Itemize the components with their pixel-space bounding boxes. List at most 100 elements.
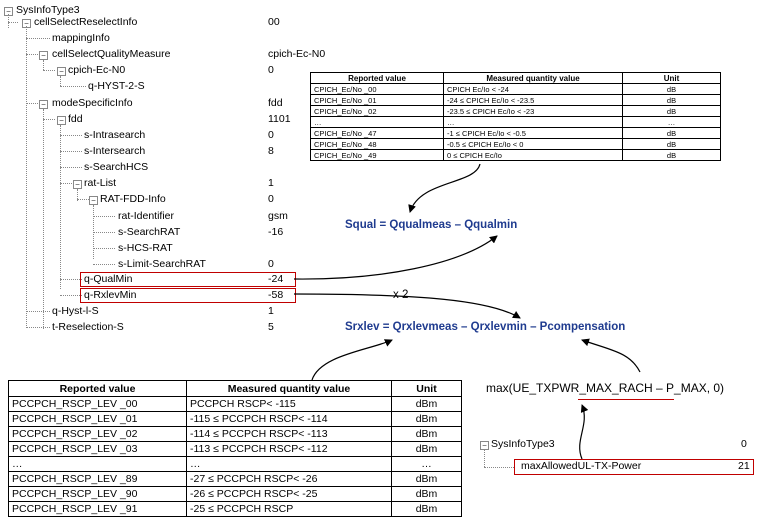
header-reported-value: Reported value — [8, 380, 187, 397]
table-row: PCCPCH_RSCP_LEV _02-114 ≤ PCCPCH RSCP< -… — [8, 426, 462, 442]
tree-connector — [60, 183, 72, 184]
collapse-toggle-icon[interactable]: − — [57, 67, 66, 76]
tree-connector — [43, 119, 55, 120]
tree-node-label: cellSelectReselectInfo — [34, 16, 138, 28]
pccpch-rscp-table: Reported value Measured quantity value U… — [8, 380, 462, 517]
tree-connector — [26, 327, 50, 328]
maxallowed-highlight — [514, 459, 754, 475]
tree-node-value: cpich-Ec-N0 — [268, 48, 326, 60]
collapse-toggle-icon[interactable]: − — [89, 196, 98, 205]
tree-connector — [26, 54, 38, 55]
table-row: PCCPCH_RSCP_LEV _90-26 ≤ PCCPCH RSCP< -2… — [8, 486, 462, 502]
tree-connector — [60, 86, 86, 87]
tree-connector — [60, 279, 82, 280]
unit-cell: dBm — [391, 441, 462, 457]
tree-node-label: s-Intrasearch — [84, 129, 146, 141]
tree-node-label: rat-Identifier — [118, 210, 175, 222]
header-measured-quantity: Measured quantity value — [186, 380, 392, 397]
tree-node-label: modeSpecificInfo — [52, 97, 133, 109]
tree-node-value: -16 — [268, 226, 284, 238]
reported-value-cell: PCCPCH_RSCP_LEV _90 — [8, 486, 187, 502]
tree-node-label: t-Reselection-S — [52, 321, 124, 333]
tree-node-label: q-Hyst-l-S — [52, 305, 99, 317]
tree-node-value: 8 — [268, 145, 274, 157]
tree-node-label: SysInfoType3 — [16, 4, 80, 16]
tree-connector — [26, 26, 27, 328]
measured-quantity-cell: -25 ≤ PCCPCH RSCP — [186, 501, 392, 517]
table-row: ……… — [8, 456, 462, 472]
tree-connector — [93, 264, 115, 265]
tree-node-label: q-RxlevMin — [84, 289, 137, 301]
arrow-maxallowed-to-max — [579, 404, 589, 460]
tree-connector — [8, 22, 18, 23]
tree-node-label: rat-List — [84, 177, 117, 189]
tree-connector — [26, 311, 50, 312]
tree-node-value: 00 — [268, 16, 280, 28]
tree-connector — [43, 60, 44, 70]
collapse-toggle-icon[interactable]: − — [73, 180, 82, 189]
tree-connector — [484, 450, 485, 467]
unit-cell: dBm — [391, 411, 462, 427]
tree-node-label: s-SearchRAT — [118, 226, 181, 238]
tree-node-value: -24 — [268, 273, 284, 285]
tree-node-label: SysInfoType3 — [491, 438, 555, 450]
table-row: PCCPCH_RSCP_LEV _01-115 ≤ PCCPCH RSCP< -… — [8, 411, 462, 427]
tree-node-label: cpich-Ec-N0 — [68, 64, 126, 76]
unit-cell: dB — [622, 149, 721, 161]
collapse-toggle-icon[interactable]: − — [480, 441, 489, 450]
tree-node-label: maxAllowedUL-TX-Power — [521, 460, 642, 472]
tree-node-label: s-Intersearch — [84, 145, 146, 157]
collapse-toggle-icon[interactable]: − — [39, 100, 48, 109]
tree-connector — [60, 167, 82, 168]
collapse-toggle-icon[interactable]: − — [57, 116, 66, 125]
tree-connector — [60, 295, 82, 296]
tree-node-label: s-Limit-SearchRAT — [118, 258, 206, 270]
arrow-rscp-to-srxlev — [311, 339, 393, 381]
reported-value-cell: PCCPCH_RSCP_LEV _02 — [8, 426, 187, 442]
tree-node-label: q-HYST-2-S — [88, 80, 145, 92]
measured-quantity-cell: -113 ≤ PCCPCH RSCP< -112 — [186, 441, 392, 457]
reported-value-cell: PCCPCH_RSCP_LEV _89 — [8, 471, 187, 487]
tree-node-label: fdd — [68, 113, 83, 125]
tree-node-label: s-HCS-RAT — [118, 242, 173, 254]
tree-connector — [8, 14, 9, 28]
table-row: CPICH_Ec/No _01-24 ≤ CPICH Ec/Io < -23.5… — [310, 94, 721, 106]
tree-connector — [60, 135, 82, 136]
tree-node-value: gsm — [268, 210, 288, 222]
tree-node-label: q-QualMin — [84, 273, 133, 285]
tree-node-value: 1 — [268, 305, 274, 317]
tree-node-value: 1 — [268, 177, 274, 189]
table-row: PCCPCH_RSCP_LEV _89-27 ≤ PCCPCH RSCP< -2… — [8, 471, 462, 487]
tree-connector — [77, 199, 89, 200]
qrxlevmin-highlight — [80, 288, 296, 303]
unit-cell: dBm — [391, 501, 462, 517]
measured-quantity-cell: -26 ≤ PCCPCH RSCP< -25 — [186, 486, 392, 502]
tree-connector — [93, 232, 115, 233]
tree-node-value: 0 — [268, 193, 274, 205]
measured-quantity-cell: 0 ≤ CPICH Ec/Io — [443, 149, 623, 161]
table-row: ……… — [310, 116, 721, 128]
multiply-label: x 2 — [393, 289, 409, 301]
tree-node-label: mappingInfo — [52, 32, 110, 44]
max-underline — [578, 399, 674, 400]
tree-node-value: 5 — [268, 321, 274, 333]
reported-value-cell: PCCPCH_RSCP_LEV _01 — [8, 411, 187, 427]
tree-node-label: RAT-FDD-Info — [100, 193, 166, 205]
max-formula: max(UE_TXPWR_MAX_RACH – P_MAX, 0) — [486, 381, 725, 395]
collapse-toggle-icon[interactable]: − — [39, 51, 48, 60]
tree-node-value: 0 — [268, 258, 274, 270]
tree-connector — [60, 183, 61, 289]
reported-value-cell: PCCPCH_RSCP_LEV _91 — [8, 501, 187, 517]
cpich-ecno-table: Reported value Measured quantity value U… — [310, 72, 721, 161]
tree-node-label: cellSelectQualityMeasure — [52, 48, 171, 60]
arrow-ecno-to-squal — [408, 163, 481, 213]
tree-node-label: s-SearchHCS — [84, 161, 149, 173]
tree-connector — [60, 151, 82, 152]
tree-connector — [93, 216, 115, 217]
tree-connector — [93, 248, 115, 249]
tree-node-value: -58 — [268, 289, 284, 301]
